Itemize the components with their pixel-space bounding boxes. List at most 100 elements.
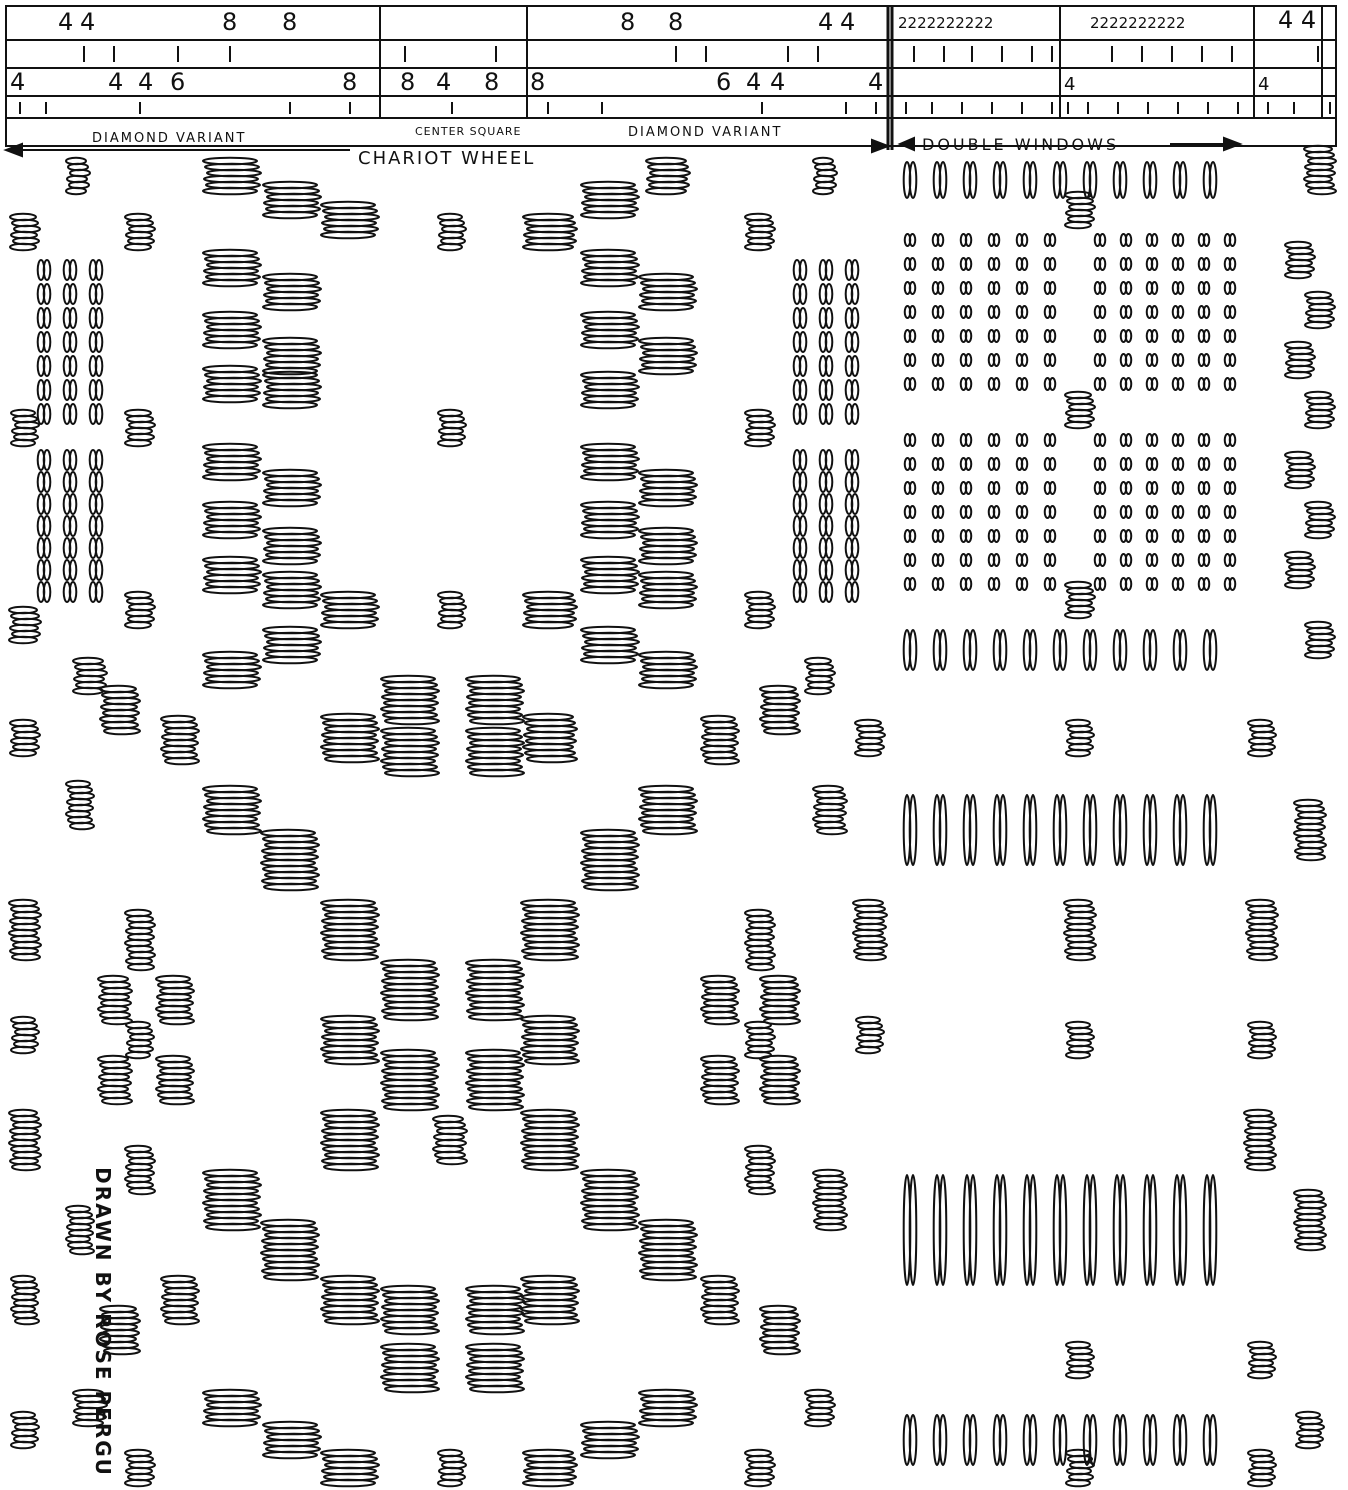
warp-float-block (90, 284, 103, 304)
thread-count: 8 (620, 8, 635, 36)
weft-float-block (581, 830, 639, 891)
warp-float-block (989, 234, 1000, 246)
warp-float-block (794, 538, 807, 558)
thread-count-run: 2222222222 (1090, 14, 1185, 32)
warp-float-block (1017, 258, 1028, 270)
warp-float-block (1017, 354, 1028, 366)
weft-float-block (125, 1146, 155, 1195)
weft-float-block (66, 781, 94, 830)
weft-float-block (856, 1017, 884, 1054)
warp-float-block (846, 472, 859, 492)
weft-float-block (261, 830, 319, 891)
weft-float-block (745, 1022, 775, 1059)
warp-float-block (794, 494, 807, 514)
drawdown-pattern (9, 146, 1336, 1487)
warp-float-block (1204, 1175, 1217, 1285)
warp-float-block (934, 795, 947, 865)
thread-count: 4 4 (1278, 6, 1316, 34)
weft-float-block (11, 1412, 39, 1449)
thread-count: 8 (484, 68, 499, 96)
warp-float-block (1121, 234, 1132, 246)
weft-float-block (523, 214, 577, 251)
warp-float-block (989, 258, 1000, 270)
warp-float-block (989, 554, 1000, 566)
weft-float-block (466, 960, 524, 1021)
weft-float-block (73, 658, 107, 695)
label-center-square: CENTER SQUARE (415, 125, 521, 138)
warp-float-block (64, 260, 77, 280)
warp-float-block (794, 516, 807, 536)
warp-float-block (1121, 378, 1132, 390)
warp-float-block (964, 630, 977, 670)
thread-count-run: 2222222222 (898, 14, 993, 32)
warp-float-block (820, 356, 833, 376)
warp-float-block (1121, 354, 1132, 366)
warp-float-block (1095, 378, 1106, 390)
weft-float-block (760, 686, 800, 735)
thread-count: 4 (868, 68, 883, 96)
weft-float-block (381, 1050, 439, 1111)
warp-float-block (38, 538, 51, 558)
weft-float-block (263, 528, 321, 565)
warp-float-block (846, 380, 859, 400)
warp-float-block (989, 530, 1000, 542)
weft-float-block (161, 1276, 199, 1325)
warp-float-block (64, 308, 77, 328)
weft-float-block (581, 1422, 639, 1459)
warp-float-block (934, 630, 947, 670)
thread-count: 4 (1064, 74, 1075, 95)
weft-float-block (126, 1022, 154, 1059)
warp-float-block (994, 1415, 1007, 1465)
warp-float-block (1173, 306, 1184, 318)
warp-float-block (989, 482, 1000, 494)
weft-float-block (1248, 1022, 1276, 1059)
thread-count: 4 (138, 68, 153, 96)
warp-float-block (1144, 1175, 1157, 1285)
warp-float-block (820, 404, 833, 424)
warp-float-block (1045, 578, 1056, 590)
warp-float-block (994, 162, 1007, 198)
warp-float-block (1225, 354, 1236, 366)
weft-float-block (98, 1056, 132, 1105)
weft-float-block (1248, 720, 1276, 757)
warp-float-block (1045, 282, 1056, 294)
warp-float-block (1174, 795, 1187, 865)
weft-float-block (1065, 392, 1095, 429)
weft-float-block (321, 592, 379, 629)
thread-count: 4 (770, 68, 785, 96)
weft-float-block (639, 572, 697, 609)
warp-float-block (1017, 330, 1028, 342)
weft-float-block (9, 1110, 41, 1171)
warp-float-block (1147, 330, 1158, 342)
thread-count: 6 (716, 68, 731, 96)
weft-float-block (745, 1146, 775, 1195)
warp-float-block (794, 380, 807, 400)
warp-float-block (90, 308, 103, 328)
warp-float-block (1199, 306, 1210, 318)
weft-float-block (639, 786, 697, 835)
weft-float-block (1065, 192, 1095, 229)
warp-float-block (820, 284, 833, 304)
weft-float-block (745, 214, 775, 251)
weft-float-block (263, 1422, 321, 1459)
warp-float-block (933, 554, 944, 566)
warp-float-block (820, 516, 833, 536)
warp-float-block (905, 282, 916, 294)
warp-float-block (1147, 434, 1158, 446)
weft-float-block (321, 714, 379, 763)
weft-float-block (438, 592, 466, 629)
warp-float-block (905, 458, 916, 470)
warp-float-block (1225, 554, 1236, 566)
warp-float-block (1173, 354, 1184, 366)
warp-float-block (1225, 578, 1236, 590)
weft-float-block (466, 676, 524, 725)
warp-float-block (820, 582, 833, 602)
thread-count: 8 (668, 8, 683, 36)
weft-float-block (760, 1306, 800, 1355)
weft-float-block (581, 627, 639, 664)
warp-float-block (1144, 1415, 1157, 1465)
warp-float-block (1199, 506, 1210, 518)
threading-row-1: 4 4 8 8 8 8 4 4 2222222222 2222222222 4 … (58, 6, 1316, 36)
weft-float-block (100, 686, 140, 735)
thread-count: 8 (282, 8, 297, 36)
